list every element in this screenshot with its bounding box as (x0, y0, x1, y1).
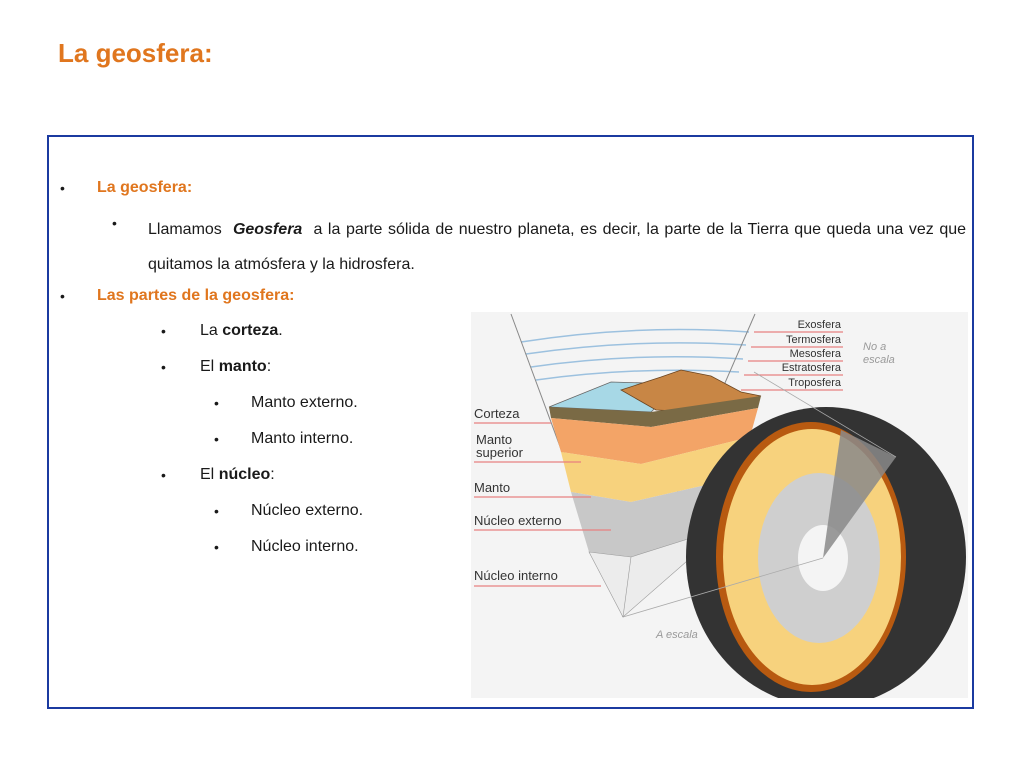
label-estratosfera: Estratosfera (782, 362, 842, 374)
layer-manto-superior (551, 408, 758, 464)
bullet-dot: • (161, 359, 166, 375)
definition-term: Geosfera (232, 221, 303, 238)
part-corteza: La corteza. (200, 322, 283, 339)
heading-geosfera: La geosfera: (97, 179, 193, 196)
heading-partes: Las partes de la geosfera: (97, 287, 295, 304)
part-nucleo-externo: Núcleo externo. (251, 502, 364, 519)
label-troposfera: Troposfera (788, 377, 842, 389)
earth-layers-diagram: Corteza Manto superior Manto Núcleo exte… (471, 312, 968, 698)
part-nucleo: El núcleo: (200, 466, 275, 483)
slide-title: La geosfera: (58, 38, 213, 68)
label-manto-superior-2: superior (476, 445, 524, 460)
content-frame (47, 135, 974, 709)
bullet-dot: • (214, 395, 219, 411)
label-manto: Manto (474, 480, 510, 495)
part-manto: El manto: (200, 358, 272, 375)
definition-prefix: Llamamos (148, 221, 222, 238)
note-no-scale-2: escala (863, 354, 895, 366)
earth-layers-svg: Corteza Manto superior Manto Núcleo exte… (471, 312, 968, 698)
definition-text: a la parte sólida de nuestro planeta, es… (148, 221, 967, 273)
label-exosfera: Exosfera (798, 319, 842, 331)
bullet-dot: • (60, 180, 65, 196)
label-nucleo-externo: Núcleo externo (474, 513, 561, 528)
label-corteza: Corteza (474, 406, 520, 421)
layer-corteza (549, 396, 761, 427)
bullet-dot: • (214, 503, 219, 519)
note-no-scale-1: No a (863, 341, 886, 353)
bullet-dot: • (112, 215, 117, 231)
label-nucleo-interno: Núcleo interno (474, 568, 558, 583)
part-nucleo-interno: Núcleo interno. (251, 538, 359, 555)
atmosphere-label-lines (741, 331, 843, 391)
definition-paragraph: Llamamos Geosfera a la parte sólida de n… (148, 212, 966, 282)
bullet-dot: • (214, 539, 219, 555)
label-manto-superior-1: Manto (476, 432, 512, 447)
bullet-dot: • (161, 467, 166, 483)
atmosphere-arcs (520, 328, 750, 381)
bullet-dot: • (214, 431, 219, 447)
part-manto-externo: Manto externo. (251, 394, 358, 411)
bullet-dot: • (161, 323, 166, 339)
label-mesosfera: Mesosfera (790, 348, 842, 360)
layer-manto (561, 437, 750, 502)
note-scale: A escala (655, 629, 698, 641)
part-manto-interno: Manto interno. (251, 430, 354, 447)
bullet-dot: • (60, 288, 65, 304)
globe-wedge (823, 430, 896, 558)
label-termosfera: Termosfera (786, 334, 842, 346)
layer-label-lines (474, 422, 611, 587)
globe-cross-section (686, 407, 966, 698)
